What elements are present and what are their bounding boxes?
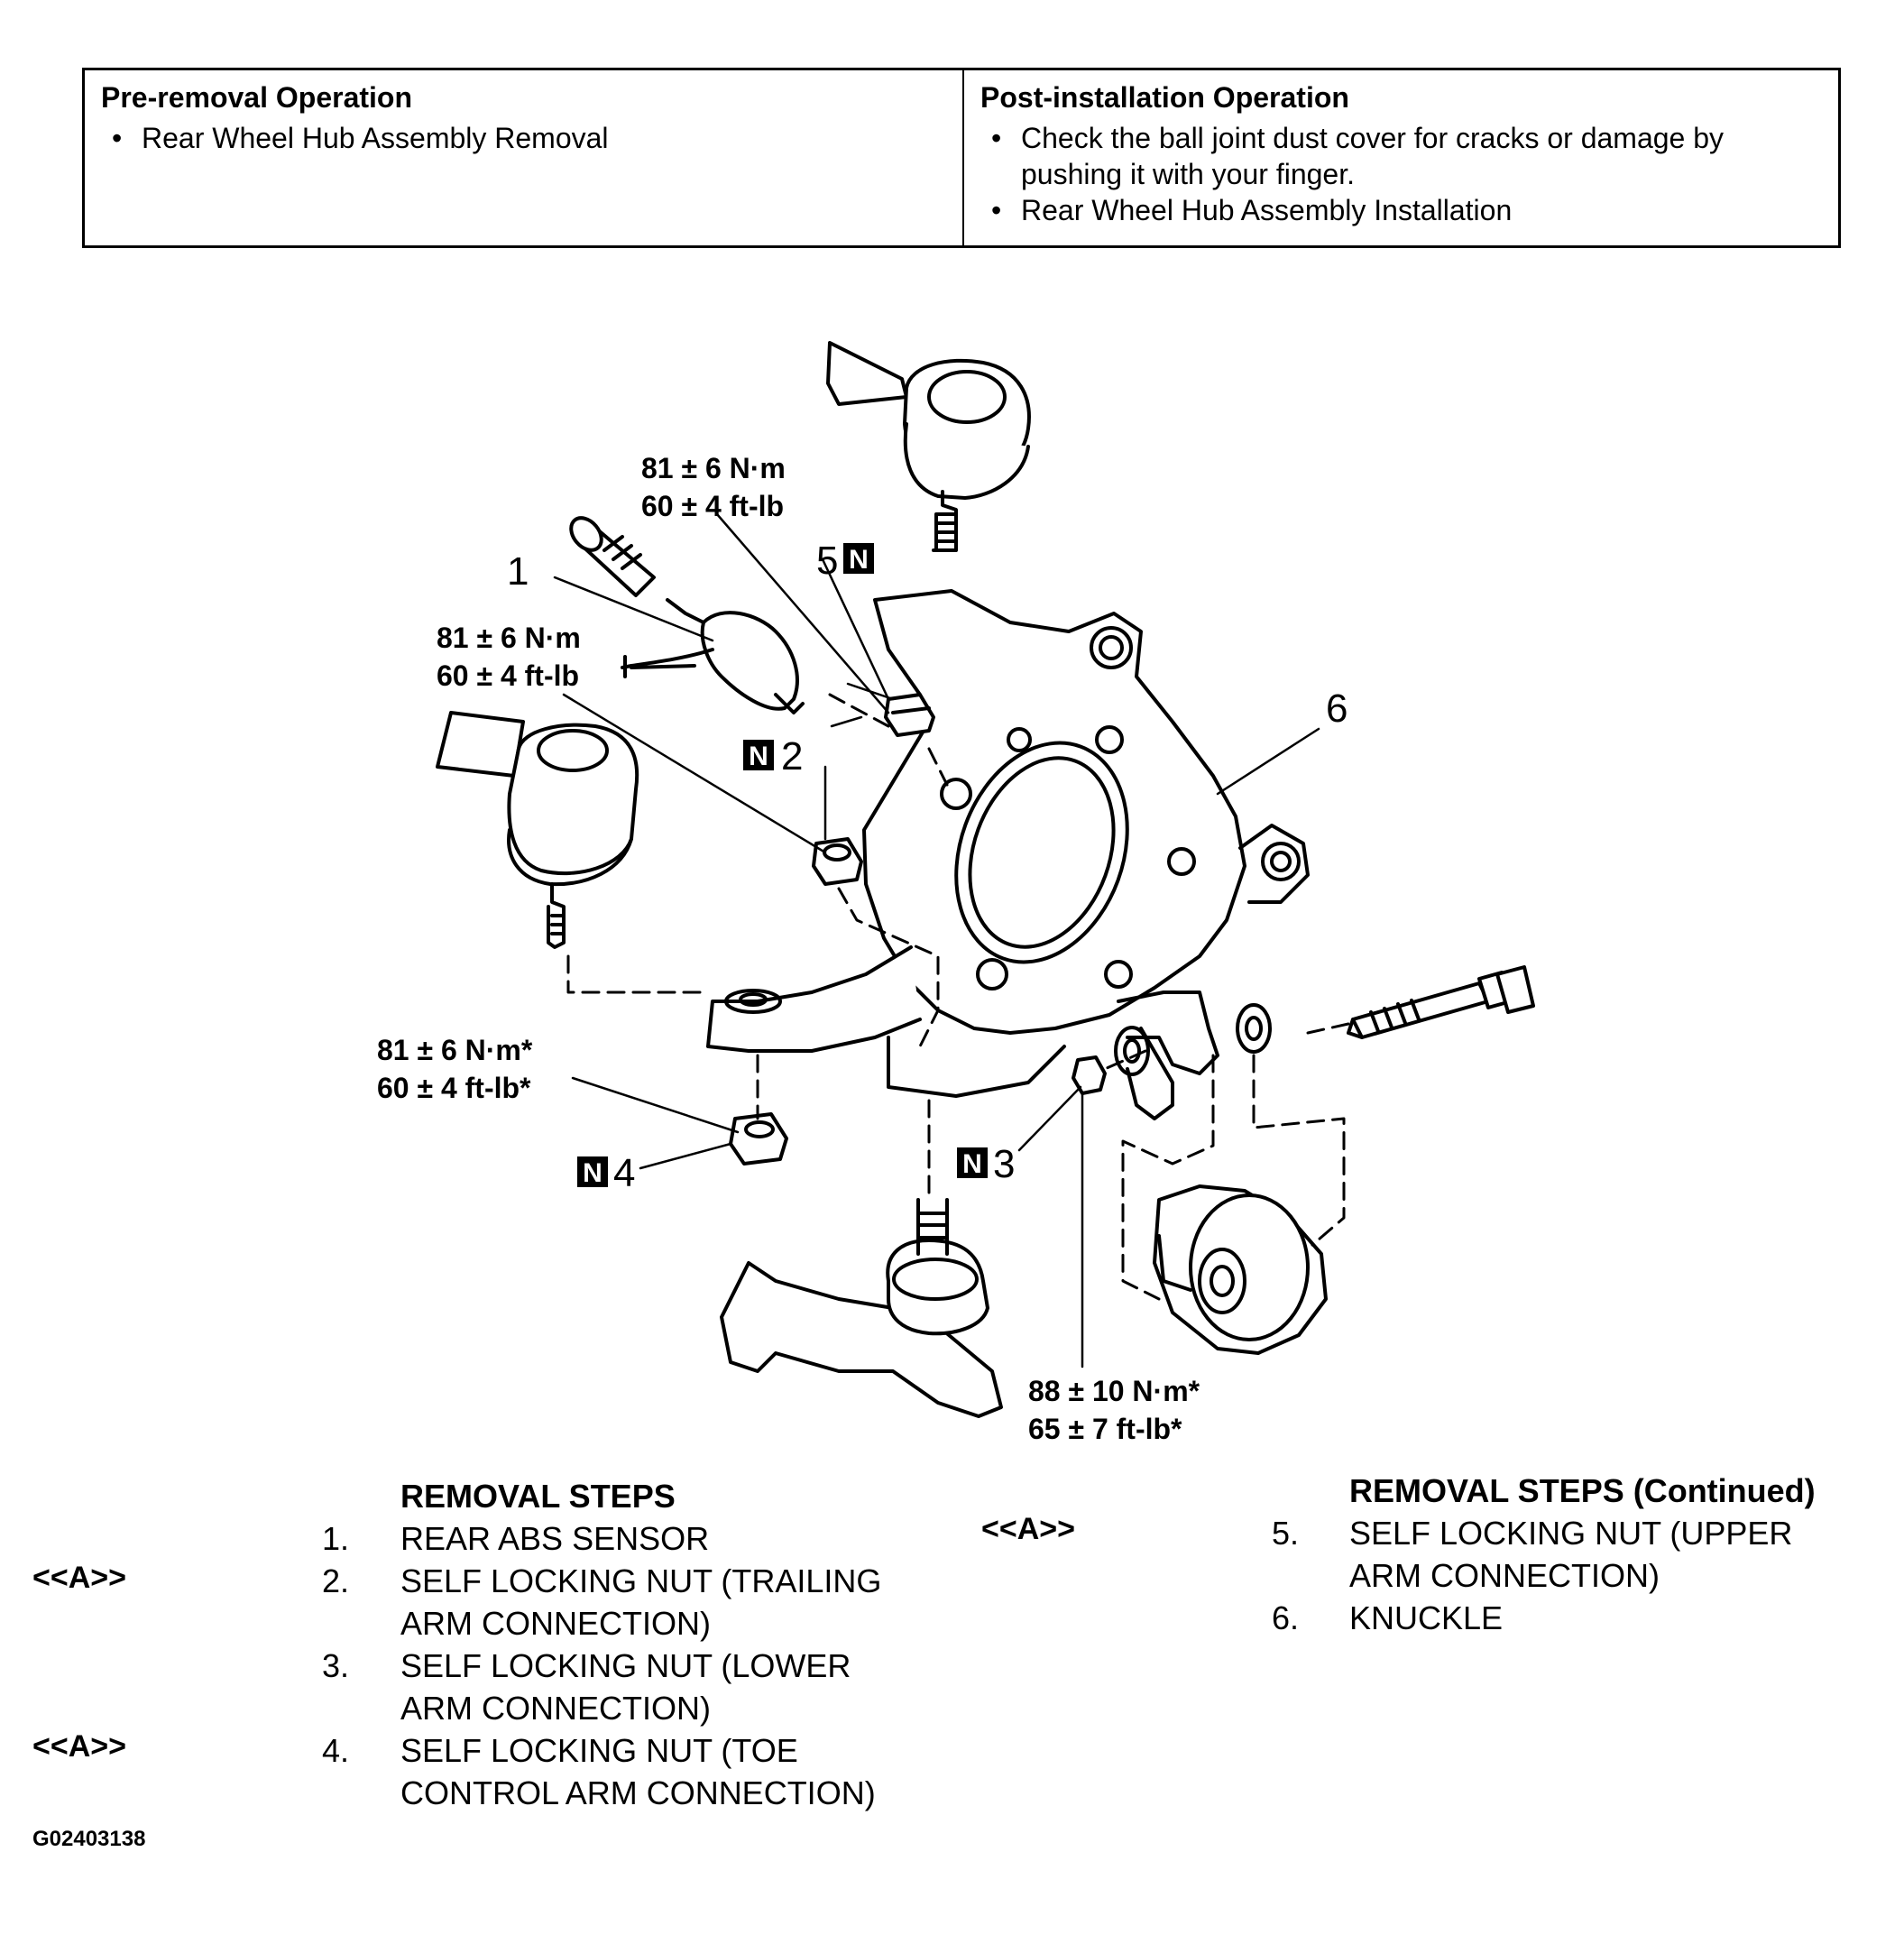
abs-sensor-illustration <box>569 516 805 714</box>
part-number-1: 1 <box>507 549 529 594</box>
step-number: 6. <box>1272 1599 1300 1636</box>
assembly-lines <box>566 693 1350 1301</box>
post-installation-list: Check the ball joint dust cover for crac… <box>980 120 1822 228</box>
post-installation-item: Rear Wheel Hub Assembly Installation <box>980 192 1822 228</box>
step-text: KNUCKLE <box>1349 1599 1504 1636</box>
nut-3-illustration <box>1072 1055 1107 1095</box>
figure-code: G02403138 <box>32 1827 146 1851</box>
lower-arm-illustration <box>720 1198 1003 1418</box>
post-installation-column: Post-installation Operation Check the ba… <box>964 70 1838 245</box>
pre-removal-item: Rear Wheel Hub Assembly Removal <box>101 120 946 156</box>
torque-label-nut5-nm: 81 ± 6 N·m <box>641 452 786 484</box>
part-number-2: 2 <box>781 734 803 779</box>
nut-2-illustration <box>812 837 863 886</box>
torque-label-nut4-ftlb: 60 ± 4 ft-lb* <box>377 1072 531 1104</box>
nut-4-illustration <box>729 1112 788 1166</box>
step-reference: <<A>> <box>981 1512 1075 1546</box>
post-installation-header: Post-installation Operation <box>980 81 1349 114</box>
pre-removal-list: Rear Wheel Hub Assembly Removal <box>101 120 946 156</box>
step-text: SELF LOCKING NUT (TRAILING <box>400 1562 882 1599</box>
new-part-badge-4 <box>577 1156 608 1187</box>
step-reference: <<A>> <box>32 1561 126 1595</box>
pre-removal-header: Pre-removal Operation <box>101 81 412 114</box>
torque-label-nut3-nm: 88 ± 10 N·m* <box>1028 1375 1200 1407</box>
new-part-badge-2-label: N <box>749 742 768 771</box>
step-text: SELF LOCKING NUT (LOWER <box>400 1647 851 1684</box>
step-text-continued: ARM CONNECTION) <box>400 1605 711 1642</box>
part-number-3: 3 <box>993 1142 1015 1186</box>
new-part-badge-3 <box>957 1147 988 1178</box>
step-text-continued: ARM CONNECTION) <box>400 1690 711 1727</box>
torque-label-nut4-nm: 81 ± 6 N·m* <box>377 1034 533 1066</box>
new-part-badge-4-label: N <box>583 1158 602 1188</box>
pre-removal-column: Pre-removal Operation Rear Wheel Hub Ass… <box>85 70 964 245</box>
step-reference: <<A>> <box>32 1729 126 1764</box>
step-number: 4. <box>322 1732 350 1769</box>
step-text: SELF LOCKING NUT (UPPER <box>1349 1515 1793 1552</box>
step-text-continued: ARM CONNECTION) <box>1349 1557 1660 1594</box>
new-part-badge-3-label: N <box>962 1149 982 1179</box>
part-number-6: 6 <box>1326 686 1348 731</box>
torque-label-nut5-ftlb: 60 ± 4 ft-lb <box>641 490 784 522</box>
knuckle-illustration <box>706 589 1310 1120</box>
leader-lines <box>553 512 1320 1368</box>
torque-label-nut2-ftlb: 60 ± 4 ft-lb <box>437 659 579 692</box>
step-text-continued: CONTROL ARM CONNECTION) <box>400 1774 876 1811</box>
toe-control-arm-illustration <box>1153 1184 1328 1355</box>
step-text: REAR ABS SENSOR <box>400 1520 710 1557</box>
removal-steps-title: REMOVAL STEPS <box>400 1478 676 1515</box>
part-number-5: 5 <box>816 539 838 583</box>
torque-label-nut3-ftlb: 65 ± 7 ft-lb* <box>1028 1413 1182 1445</box>
nut-5-illustration <box>884 693 935 737</box>
new-part-badge-5-label: N <box>849 545 869 575</box>
operations-table: Pre-removal Operation Rear Wheel Hub Ass… <box>82 68 1841 248</box>
bolt-illustration <box>1347 965 1535 1039</box>
step-number: 5. <box>1272 1515 1300 1552</box>
new-part-badge-5 <box>843 543 874 574</box>
new-part-badge-2 <box>743 740 774 770</box>
trailing-arm-illustration <box>436 711 639 949</box>
post-installation-item: Check the ball joint dust cover for crac… <box>980 120 1822 192</box>
step-number: 2. <box>322 1562 350 1599</box>
removal-steps-continued-title: REMOVAL STEPS (Continued) <box>1349 1472 1816 1509</box>
step-text: SELF LOCKING NUT (TOE <box>400 1732 798 1769</box>
part-number-4: 4 <box>613 1151 635 1195</box>
step-number: 1. <box>322 1520 350 1557</box>
step-number: 3. <box>322 1647 350 1684</box>
torque-label-nut2-nm: 81 ± 6 N·m <box>437 622 581 654</box>
upper-arm-illustration <box>826 341 1031 552</box>
